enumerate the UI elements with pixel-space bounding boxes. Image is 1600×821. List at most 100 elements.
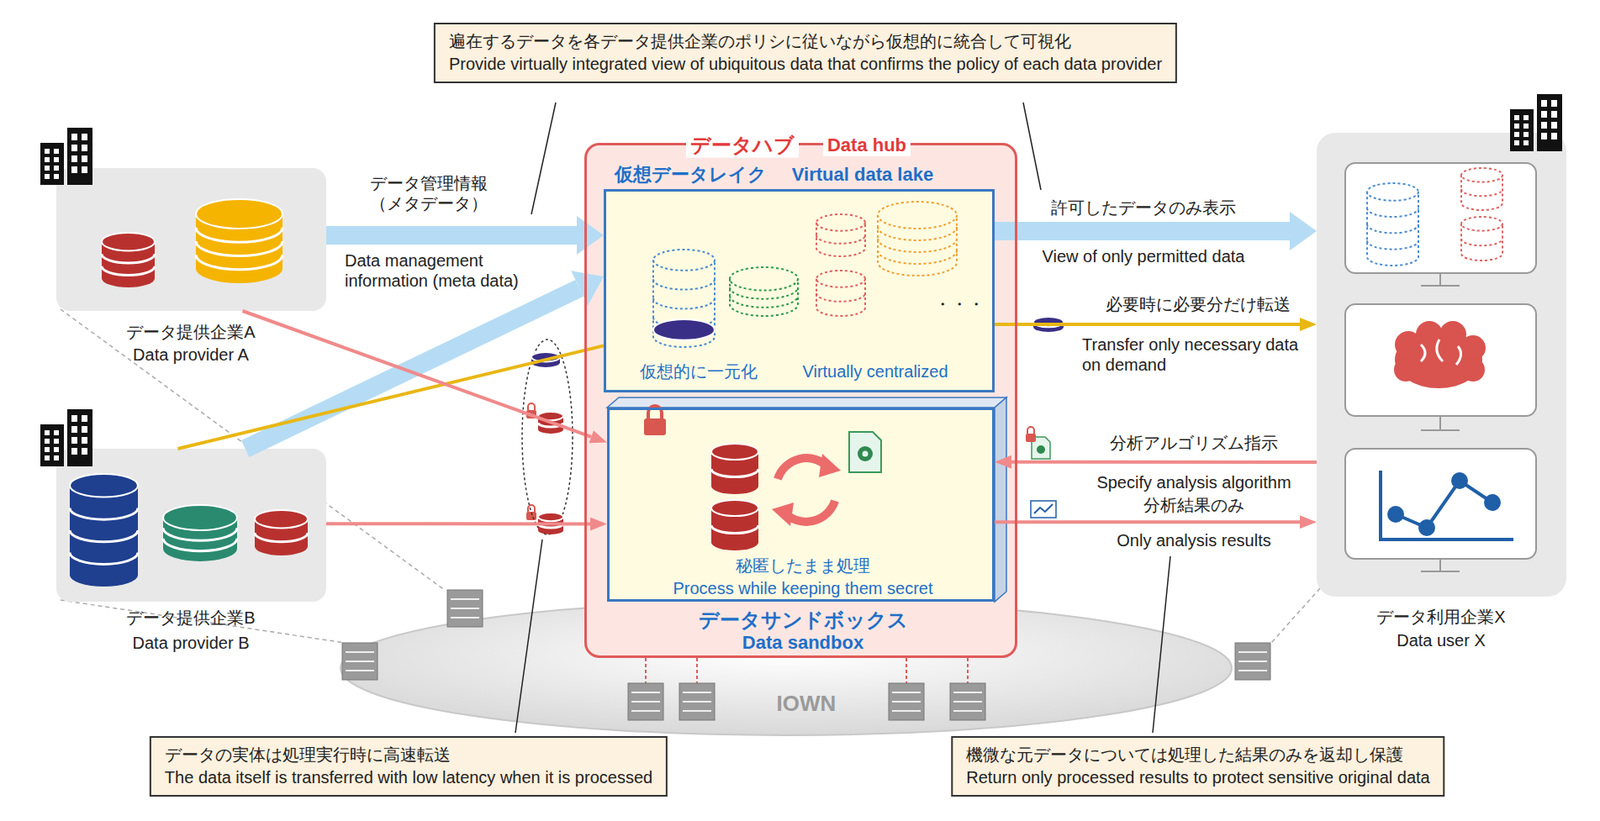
node-label: 仮想的に一元化 (639, 361, 758, 382)
database-icon (163, 528, 238, 541)
server-icon (682, 701, 712, 703)
database-icon (729, 295, 798, 308)
edge-label: 分析アルゴリズム指示 (1109, 433, 1278, 454)
lock-icon (1027, 427, 1035, 434)
edge-label: 必要時に必要分だけ転送 (1105, 294, 1291, 315)
node-label: Virtual data lake (792, 163, 934, 186)
database-icon (69, 474, 138, 587)
database-icon (711, 500, 759, 551)
building-icon (81, 448, 88, 455)
database-icon (729, 279, 798, 317)
building-icon (1523, 132, 1529, 138)
database-icon (877, 201, 957, 229)
database-icon (1461, 168, 1503, 211)
leader-line (515, 102, 1171, 734)
building-icon (40, 409, 93, 467)
provider-box: データ提供企業BData provider B (56, 448, 327, 602)
database-icon (195, 227, 283, 243)
building-icon (40, 142, 64, 185)
algorithm-doc (857, 446, 873, 462)
server-icon (888, 683, 925, 721)
building-icon (1514, 132, 1520, 138)
chart-icon (1380, 470, 1514, 540)
monitor (1345, 163, 1537, 274)
monitor (1439, 559, 1442, 572)
database-icon (1367, 183, 1419, 201)
building-icon (53, 438, 59, 444)
database-icon (816, 235, 866, 244)
company-panel (56, 448, 327, 602)
brain-icon (1460, 335, 1486, 361)
database-icon (1461, 168, 1503, 183)
company-panel (1316, 132, 1567, 597)
server-icon (1235, 643, 1271, 681)
database-icon (816, 270, 866, 288)
building-icon (53, 157, 59, 163)
server-icon (631, 710, 661, 713)
connector (994, 322, 1300, 327)
node-label: データハブ (686, 133, 799, 159)
building-icon (1536, 94, 1563, 152)
leader-line (515, 539, 543, 734)
database-icon (1461, 238, 1503, 246)
hub-server-link (905, 658, 908, 684)
building-icon (53, 455, 59, 461)
callout-box: 遍在するデータを各データ提供企業のポリシに従いながら仮想的に統合して可視化Pro… (433, 22, 1178, 84)
database-icon (195, 254, 283, 270)
note-label: Data management information (meta data) (344, 250, 547, 291)
building-icon (1541, 121, 1548, 129)
chart-icon (1420, 521, 1434, 535)
callout-text: The data itself is transferred with low … (164, 766, 653, 790)
node-label: Process while keeping them secret (672, 578, 933, 599)
database-icon (729, 267, 798, 291)
building-icon (67, 409, 93, 467)
server-icon (345, 670, 375, 672)
hub-fill (603, 189, 995, 393)
building-icon (40, 127, 93, 185)
connector (242, 311, 592, 438)
building-icon (44, 430, 50, 436)
database-icon (1461, 216, 1503, 261)
callout-text: データの実体は処理実行時に高速転送 (164, 744, 653, 767)
recycle-arrows (818, 454, 841, 478)
node-label: Data user X (1396, 630, 1486, 651)
building-icon (81, 166, 88, 174)
brain-icon (1394, 358, 1418, 382)
result-icon (1030, 501, 1057, 518)
result-icon (1030, 501, 1057, 518)
building-icon (1551, 110, 1558, 118)
server-icon (953, 701, 983, 703)
monitor (1420, 429, 1460, 432)
database-icon (877, 227, 957, 241)
database-icon (69, 485, 138, 587)
database-icon (877, 238, 957, 253)
node-label: Data sandbox (742, 632, 864, 655)
hub-fill (994, 397, 1007, 602)
node-label: Data provider A (132, 344, 249, 365)
recycle-arrows (771, 454, 841, 527)
hub-fill (584, 142, 1018, 659)
company-panel (56, 132, 1567, 602)
database-icon (101, 253, 155, 264)
connector (994, 221, 1290, 241)
leader-line (531, 102, 556, 215)
building-icon (44, 455, 50, 461)
user-box: データ利用企業XData user X (1316, 132, 1567, 597)
database-icon (653, 319, 715, 341)
database-icon (653, 259, 715, 348)
building-icon (1551, 132, 1558, 140)
building-icon (1510, 109, 1534, 152)
node-label: Data provider B (132, 633, 250, 654)
server-icon (1238, 651, 1268, 654)
chart-icon (1452, 474, 1467, 488)
note-label: Specify analysis algorithm (1096, 472, 1291, 493)
database-icon (711, 469, 759, 478)
database-icon (711, 500, 759, 517)
database-icon (816, 222, 866, 257)
building-icon (81, 144, 88, 152)
database-icon (1461, 189, 1503, 196)
connector (1011, 460, 1317, 465)
server-icon (679, 683, 715, 721)
database-icon (711, 443, 759, 495)
